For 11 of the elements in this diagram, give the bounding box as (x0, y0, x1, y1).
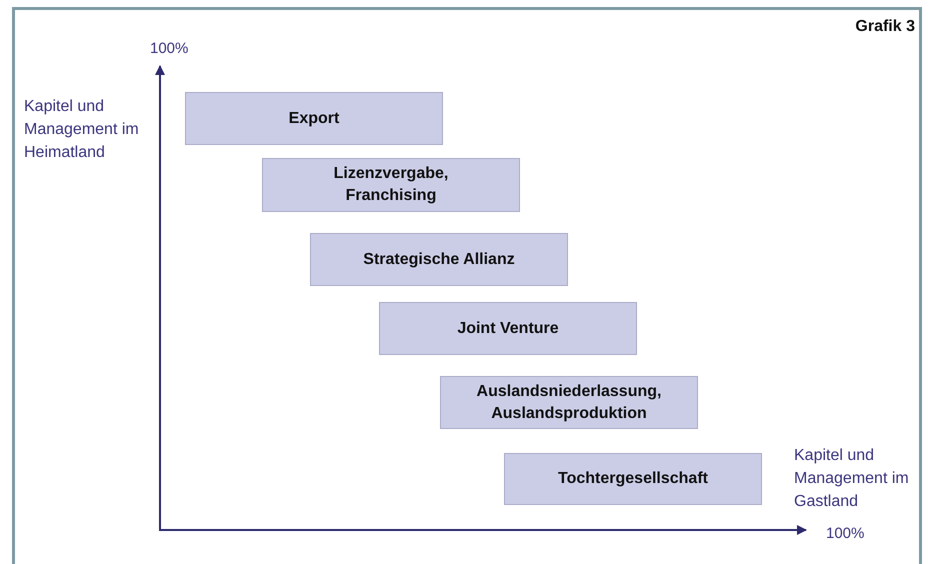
stage-box: Tochtergesellschaft (504, 453, 762, 505)
axis-label: Kapitel und Management im Heimatland (24, 97, 140, 164)
figure-number: Grafik 3 (855, 17, 915, 37)
axis-max-label: 100% (826, 524, 864, 544)
stage-box: Export (185, 92, 443, 145)
stage-box: Joint Venture (379, 302, 637, 355)
stage-box: Auslandsniederlassung, Auslandsproduktion (440, 376, 698, 429)
stage-box: Strategische Allianz (310, 233, 568, 286)
axis-max-label: 100% (150, 39, 188, 59)
stage-box: Lizenzvergabe, Franchising (262, 158, 520, 212)
axis-label: Kapitel und Management im Gastland (794, 446, 910, 512)
